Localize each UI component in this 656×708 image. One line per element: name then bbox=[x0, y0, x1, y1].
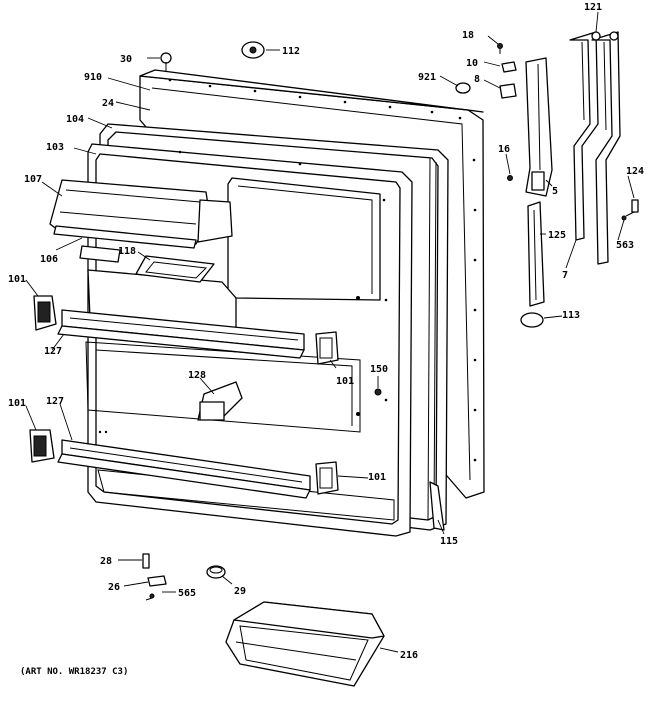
shelf-end-caps bbox=[29, 295, 339, 495]
label-125: 125 bbox=[548, 230, 566, 241]
label-8: 8 bbox=[474, 74, 480, 85]
handle-trim bbox=[527, 201, 545, 307]
label-101-upper-right: 101 bbox=[336, 376, 354, 387]
hinge-bracket bbox=[525, 57, 553, 197]
label-565: 565 bbox=[178, 588, 196, 599]
label-101-upper-left: 101 bbox=[8, 274, 26, 285]
door-handle bbox=[569, 31, 621, 265]
screw-150 bbox=[374, 388, 382, 396]
label-121: 121 bbox=[584, 2, 602, 13]
butter-tray bbox=[135, 255, 215, 283]
label-24: 24 bbox=[102, 98, 114, 109]
label-124: 124 bbox=[626, 166, 644, 177]
part-labels: 121 18 30 112 10 910 921 8 24 104 103 16… bbox=[8, 2, 644, 677]
label-101-lower-left: 101 bbox=[8, 398, 26, 409]
door-bin bbox=[225, 601, 385, 687]
label-104: 104 bbox=[66, 114, 84, 125]
label-5: 5 bbox=[552, 186, 558, 197]
shelf-rail-lower bbox=[57, 439, 311, 499]
label-127-lower: 127 bbox=[46, 396, 64, 407]
label-28: 28 bbox=[100, 556, 112, 567]
label-26: 26 bbox=[108, 582, 120, 593]
top-hardware bbox=[160, 41, 517, 181]
mullion-strip bbox=[429, 481, 445, 531]
art-number: (ART NO. WR18237 C3) bbox=[20, 667, 128, 677]
shelf-bracket bbox=[197, 381, 243, 421]
label-128: 128 bbox=[188, 370, 206, 381]
label-107: 107 bbox=[24, 174, 42, 185]
label-16: 16 bbox=[498, 144, 510, 155]
label-115: 115 bbox=[440, 536, 458, 547]
label-127-upper: 127 bbox=[44, 346, 62, 357]
label-921: 921 bbox=[418, 72, 436, 83]
small-hardware bbox=[520, 199, 639, 328]
label-30: 30 bbox=[120, 54, 132, 65]
label-103: 103 bbox=[46, 142, 64, 153]
label-113: 113 bbox=[562, 310, 580, 321]
label-10: 10 bbox=[466, 58, 478, 69]
label-216: 216 bbox=[400, 650, 418, 661]
label-910: 910 bbox=[84, 72, 102, 83]
label-563: 563 bbox=[616, 240, 634, 251]
label-106: 106 bbox=[40, 254, 58, 265]
label-118: 118 bbox=[118, 246, 136, 257]
bottom-hardware bbox=[142, 553, 226, 601]
label-7: 7 bbox=[562, 270, 568, 281]
leader-lines bbox=[25, 11, 635, 653]
label-112: 112 bbox=[282, 46, 300, 57]
dairy-hinge bbox=[79, 245, 121, 263]
label-101-lower-right: 101 bbox=[368, 472, 386, 483]
label-150: 150 bbox=[370, 364, 388, 375]
label-29: 29 bbox=[234, 586, 246, 597]
shelf-rail-upper bbox=[57, 309, 305, 359]
label-18: 18 bbox=[462, 30, 474, 41]
dairy-door bbox=[49, 179, 233, 249]
